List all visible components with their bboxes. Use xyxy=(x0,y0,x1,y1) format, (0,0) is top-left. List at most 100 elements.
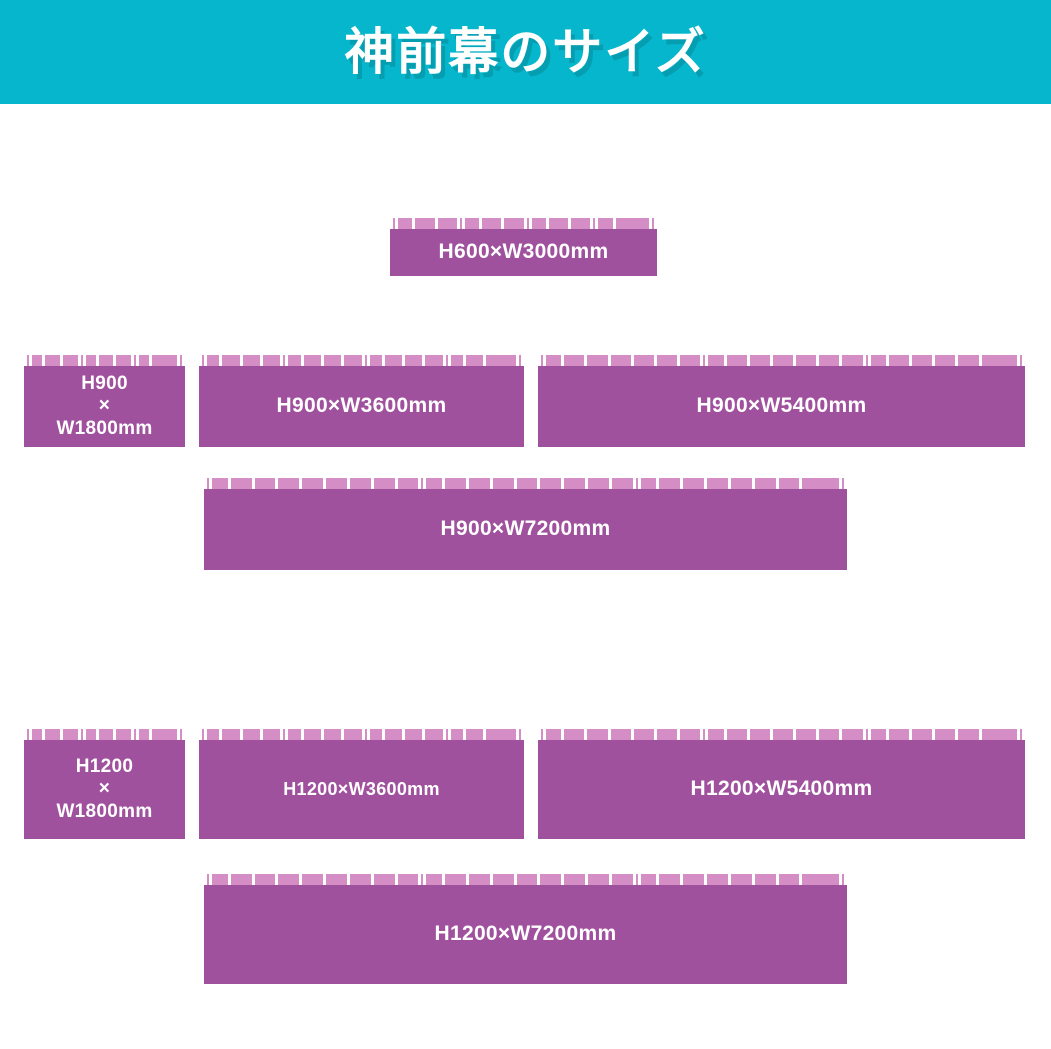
curtain-notch xyxy=(955,729,959,740)
curtain-notch xyxy=(300,729,304,740)
curtain-notch xyxy=(909,729,913,740)
curtain-notch xyxy=(422,729,426,740)
curtain-notch xyxy=(584,729,588,740)
curtain-notch xyxy=(219,355,223,366)
curtain-notch xyxy=(769,355,773,366)
curtain-notch xyxy=(630,355,634,366)
curtain-notch xyxy=(199,355,202,366)
curtain-notch xyxy=(637,874,641,885)
curtain-tab-strip xyxy=(538,355,1025,366)
curtain-notch xyxy=(608,478,612,489)
curtain-notch xyxy=(24,355,27,366)
curtain-notch xyxy=(204,729,207,740)
curtain-notch xyxy=(422,355,426,366)
curtain-notch xyxy=(521,729,524,740)
curtain-notch xyxy=(561,355,565,366)
curtain-notch xyxy=(537,478,541,489)
curtain-notch xyxy=(538,355,541,366)
curtain-notch xyxy=(799,478,803,489)
curtain-notch xyxy=(723,355,727,366)
curtain-notch xyxy=(885,729,889,740)
curtain-notch xyxy=(299,478,303,489)
curtain-notch xyxy=(346,478,350,489)
curtain-notch xyxy=(209,874,212,885)
curtain-notch xyxy=(839,729,843,740)
curtain-notch xyxy=(461,218,465,229)
curtain-notch xyxy=(775,478,779,489)
curtain-notch xyxy=(521,355,524,366)
curtain-notch xyxy=(568,218,571,229)
curtain-notch xyxy=(816,355,820,366)
curtain-notch xyxy=(839,355,843,366)
curtain-notch xyxy=(361,355,365,366)
curtain-notch xyxy=(394,874,398,885)
curtain-notch xyxy=(585,478,589,489)
curtain-h1200-w3600: H1200×W3600mm xyxy=(199,729,524,839)
curtain-notch xyxy=(95,729,99,740)
curtain-notch xyxy=(259,355,263,366)
curtain-notch xyxy=(677,729,681,740)
curtain-notch xyxy=(323,478,327,489)
curtain-notch xyxy=(862,355,866,366)
curtain-notch xyxy=(346,874,350,885)
curtain-body: H900×W5400mm xyxy=(538,366,1025,447)
curtain-notch xyxy=(867,729,871,740)
curtain-tab-strip xyxy=(24,729,185,740)
curtain-notch xyxy=(285,355,289,366)
curtain-notch xyxy=(95,355,99,366)
curtain-notch xyxy=(177,355,180,366)
curtain-notch xyxy=(251,478,255,489)
curtain-notch xyxy=(381,729,385,740)
curtain-notch xyxy=(320,355,324,366)
curtain-notch xyxy=(561,478,565,489)
curtain-notch xyxy=(727,874,731,885)
curtain-notch xyxy=(528,218,532,229)
curtain-notch xyxy=(456,218,460,229)
curtain-notch xyxy=(909,355,913,366)
curtain-notch xyxy=(793,355,797,366)
curtain-notch xyxy=(204,355,207,366)
curtain-notch xyxy=(630,729,634,740)
curtain-size-label: H900×W5400mm xyxy=(696,394,867,418)
curtain-notch xyxy=(561,729,565,740)
curtain-notch xyxy=(632,874,636,885)
curtain-notch xyxy=(595,218,599,229)
curtain-size-label: H1200×W3600mm xyxy=(283,778,440,799)
curtain-notch xyxy=(370,874,374,885)
curtain-notch xyxy=(402,729,406,740)
curtain-notch xyxy=(442,478,446,489)
curtain-notch xyxy=(653,355,657,366)
curtain-notch xyxy=(463,729,467,740)
curtain-notch xyxy=(632,478,636,489)
curtain-notch xyxy=(41,729,45,740)
curtain-notch xyxy=(700,729,704,740)
curtain-notch xyxy=(366,355,370,366)
curtain-h600-w3000: H600×W3000mm xyxy=(390,218,657,276)
curtain-notch xyxy=(637,478,641,489)
curtain-notch xyxy=(394,478,398,489)
curtain-notch xyxy=(149,729,153,740)
curtain-notch xyxy=(300,355,304,366)
curtain-size-label: H900 × W1800mm xyxy=(56,372,153,439)
curtain-notch xyxy=(465,478,469,489)
curtain-notch xyxy=(59,729,63,740)
page-title: 神前幕のサイズ xyxy=(344,23,707,81)
curtain-notch xyxy=(29,355,32,366)
curtain-notch xyxy=(177,729,180,740)
curtain-notch xyxy=(131,729,135,740)
curtain-notch xyxy=(412,218,416,229)
curtain-notch xyxy=(978,729,982,740)
curtain-notch xyxy=(442,355,446,366)
curtain-notch xyxy=(442,874,446,885)
curtain-notch xyxy=(746,729,750,740)
curtain-tab-strip xyxy=(199,729,524,740)
curtain-notch xyxy=(463,355,467,366)
curtain-notch xyxy=(341,355,345,366)
curtain-notch xyxy=(280,355,284,366)
curtain-notch xyxy=(442,729,446,740)
curtain-notch xyxy=(285,729,289,740)
curtain-notch xyxy=(227,874,231,885)
curtain-notch xyxy=(932,355,936,366)
curtain-notch xyxy=(501,218,505,229)
curtain-notch xyxy=(418,874,422,885)
